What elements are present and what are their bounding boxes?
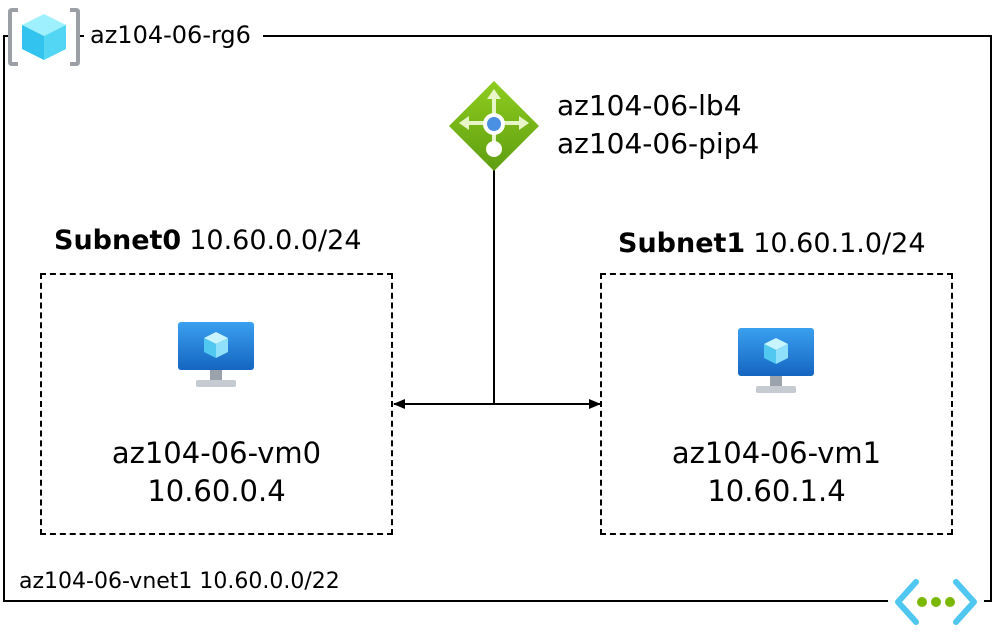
vm0-name: az104-06-vm0 xyxy=(111,436,322,470)
vm1-icon-container xyxy=(736,326,816,396)
resource-group-name: az104-06-rg6 xyxy=(90,21,251,49)
vm0-icon-container xyxy=(176,320,256,390)
subnet1-boundary xyxy=(600,273,953,535)
load-balancer-icon xyxy=(449,81,539,171)
vm1-ip: 10.60.1.4 xyxy=(707,474,846,508)
vm1-name: az104-06-vm1 xyxy=(671,436,882,470)
resource-group-label-container: az104-06-rg6 xyxy=(84,16,263,54)
subnet0-cidr: 10.60.0.0/24 xyxy=(189,225,362,256)
vnet-icon-container xyxy=(888,572,984,632)
virtual-machine-icon xyxy=(738,328,814,393)
subnet1-cidr: 10.60.1.0/24 xyxy=(753,228,926,259)
load-balancer-icon-container xyxy=(447,79,541,173)
vm0-ip: 10.60.0.4 xyxy=(147,474,286,508)
virtual-machine-icon xyxy=(178,322,254,387)
load-balancer-labels: az104-06-lb4 az104-06-pip4 xyxy=(557,87,759,163)
subnet0-name: Subnet0 xyxy=(54,225,182,256)
vm0-labels: az104-06-vm0 10.60.0.4 xyxy=(40,434,393,510)
resource-group-icon xyxy=(8,8,80,66)
resource-group-icon-container xyxy=(8,4,80,70)
subnet1-name: Subnet1 xyxy=(618,228,746,259)
public-ip-name: az104-06-pip4 xyxy=(557,127,760,160)
vm1-labels: az104-06-vm1 10.60.1.4 xyxy=(600,434,953,510)
subnet0-boundary xyxy=(40,273,393,535)
load-balancer-name: az104-06-lb4 xyxy=(557,89,742,122)
vnet-label: az104-06-vnet1 10.60.0.0/22 xyxy=(19,569,340,594)
virtual-network-icon xyxy=(895,579,977,625)
resource-group-boundary xyxy=(3,35,992,602)
